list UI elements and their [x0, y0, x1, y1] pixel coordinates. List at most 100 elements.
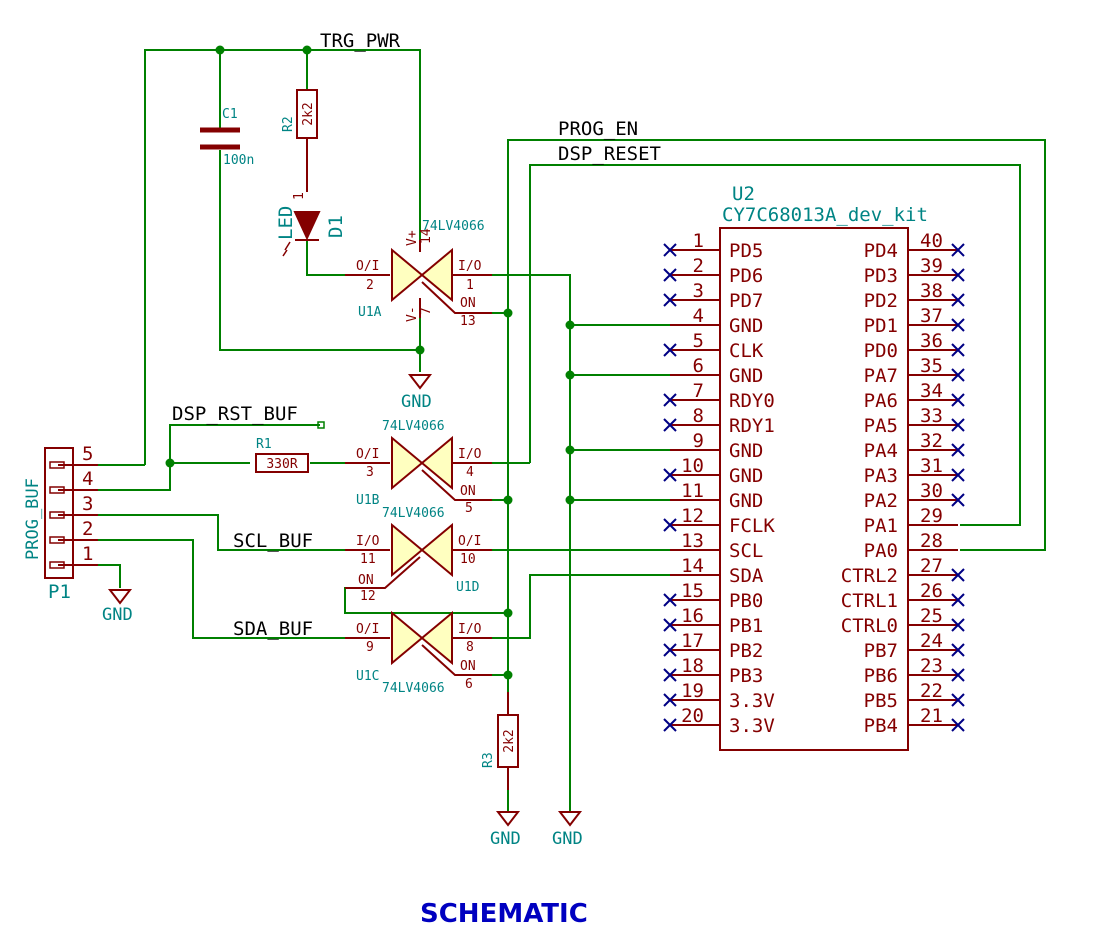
p1-pin-socket — [49, 536, 65, 544]
u2-pin-name: RDY0 — [729, 390, 775, 412]
u1c-in-pin: 9 — [366, 640, 374, 655]
u2-pin-name: GND — [729, 465, 763, 487]
no-connect-marker — [663, 468, 677, 482]
resistor-r1: 330R R1 — [255, 437, 309, 473]
u2-pin-number: 14 — [681, 555, 704, 577]
u2-pin-number: 39 — [920, 255, 943, 277]
u2-pin-number: 30 — [920, 480, 943, 502]
u2-pin-name: PA3 — [864, 465, 898, 487]
u1d-on-pin: 12 — [360, 589, 376, 604]
net-label-dsp-rst-buf: DSP_RST_BUF — [172, 403, 298, 425]
c1-value: 100n — [223, 153, 254, 168]
switch-u1a: O/I 2 I/O 1 ON 13 U1A 74LV4066 V+ 14 V- … — [345, 219, 492, 329]
u2-pin-number: 23 — [920, 655, 943, 677]
u1a-in-pin: 2 — [366, 278, 374, 293]
no-connect-marker — [663, 393, 677, 407]
switch-u1b: 74LV4066 O/I 3 I/O 4 ON 5 U1B — [345, 419, 492, 516]
u1b-on-name: ON — [460, 484, 476, 499]
r1-value: 330R — [266, 457, 297, 472]
no-connect-marker — [951, 293, 965, 307]
no-connect-marker — [951, 718, 965, 732]
r1-ref: R1 — [256, 437, 272, 452]
gnd-symbol-u2: GND — [552, 811, 583, 849]
no-connect-marker — [951, 418, 965, 432]
u1b-out-pin: 4 — [466, 465, 474, 480]
no-connect-marker — [951, 643, 965, 657]
u1a-on-pin: 13 — [460, 314, 476, 329]
u2-pin-name: PD4 — [864, 240, 898, 262]
u1a-out-name: I/O — [458, 259, 482, 274]
u2-pin-name: GND — [729, 440, 763, 462]
net-label-trg-pwr: TRG_PWR — [320, 30, 401, 52]
u1d-part: 74LV4066 — [382, 506, 445, 521]
u1b-in-pin: 3 — [366, 465, 374, 480]
no-connect-marker — [663, 718, 677, 732]
u2-pin-name: PB2 — [729, 640, 763, 662]
u2-pin-number: 27 — [920, 555, 943, 577]
u1d-in-pin: 11 — [360, 552, 376, 567]
no-connect-marker — [951, 393, 965, 407]
u2-pin-name: PA1 — [864, 515, 898, 537]
u2-pin-name: PD3 — [864, 265, 898, 287]
u1d-in-name: I/O — [356, 534, 380, 549]
u2-pin-name: PB3 — [729, 665, 763, 687]
schematic-heading: SCHEMATIC — [420, 899, 588, 929]
no-connect-marker — [951, 568, 965, 582]
u2-pin-name: PA2 — [864, 490, 898, 512]
u2-pin-number: 2 — [693, 255, 704, 277]
u1d-out-pin: 10 — [460, 552, 476, 567]
u2-pin-number: 8 — [693, 405, 704, 427]
junctions — [165, 45, 575, 680]
d1-value: LED — [275, 206, 297, 240]
switch-u1d: 74LV4066 I/O 11 O/I 10 ON 12 U1D — [345, 506, 492, 604]
u2-pin-number: 18 — [681, 655, 704, 677]
p1-pin-socket — [49, 486, 65, 494]
d1-ref: D1 — [325, 215, 347, 238]
no-connect-marker — [951, 693, 965, 707]
p1-value: PROG_BUF — [23, 478, 43, 560]
u2-pin-name: CTRL1 — [841, 590, 898, 612]
no-connect-marker — [951, 443, 965, 457]
p1-pin-number: 4 — [82, 468, 93, 490]
no-connect-marker — [951, 668, 965, 682]
u2-pin-number: 3 — [693, 280, 704, 302]
u1-vplus-pin: 14 — [419, 228, 434, 244]
u2-pin-number: 38 — [920, 280, 943, 302]
gnd-label: GND — [401, 392, 432, 412]
u2-pin-number: 17 — [681, 630, 704, 652]
u1d-ref: U1D — [456, 580, 480, 595]
gnd-symbol-p1: GND — [102, 589, 133, 625]
gnd-label: GND — [552, 829, 583, 849]
u1-vminus: V- — [405, 306, 420, 322]
net-label-sda-buf: SDA_BUF — [233, 618, 313, 640]
u2-pin-number: 35 — [920, 355, 943, 377]
u2-pin-name: CTRL2 — [841, 565, 898, 587]
u2-pin-number: 9 — [693, 430, 704, 452]
u2-pin-number: 37 — [920, 305, 943, 327]
u2-pin-name: CLK — [729, 340, 764, 362]
u2-pin-name: PD1 — [864, 315, 898, 337]
r3-value: 2k2 — [502, 729, 517, 752]
u1b-part: 74LV4066 — [382, 419, 445, 434]
no-connect-marker — [951, 368, 965, 382]
p1-pin-socket — [49, 511, 65, 519]
u2-pin-number: 29 — [920, 505, 943, 527]
u2-pin-number: 31 — [920, 455, 943, 477]
u2-pin-name: PB4 — [864, 715, 898, 737]
u2-pin-name: PB5 — [864, 690, 898, 712]
u2-pin-name: 3.3V — [729, 715, 775, 737]
u2-pin-name: PD2 — [864, 290, 898, 312]
u2-pin-number: 20 — [681, 705, 704, 727]
no-connect-marker — [663, 643, 677, 657]
u2-pin-number: 22 — [920, 680, 943, 702]
no-connect-marker — [663, 268, 677, 282]
u1b-ref: U1B — [356, 493, 380, 508]
c1-ref: C1 — [222, 107, 238, 122]
u1c-in-name: O/I — [356, 622, 379, 637]
u2-pin-number: 28 — [920, 530, 943, 552]
r2-ref: R2 — [281, 116, 296, 132]
u2-pin-number: 19 — [681, 680, 704, 702]
gnd-symbol-r3: GND — [490, 811, 521, 849]
u2-pin-number: 4 — [693, 305, 704, 327]
